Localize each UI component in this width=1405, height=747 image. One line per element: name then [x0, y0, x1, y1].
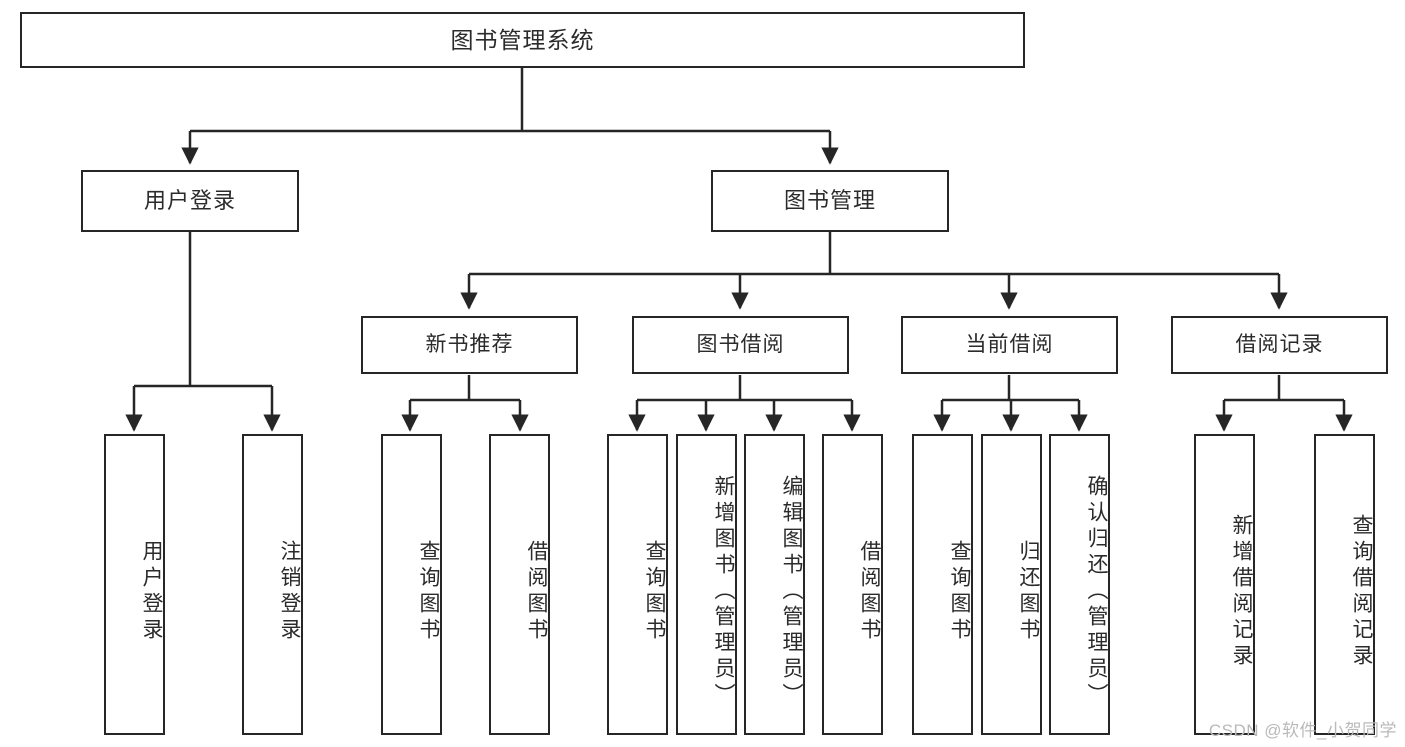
node-leaf-query-book-2-label: 查询图书	[643, 539, 666, 644]
node-leaf-query-book-1-label: 查询图书	[417, 539, 440, 644]
node-leaf-logout-login-label: 注销登录	[278, 539, 301, 644]
node-book-borrow[interactable]: 图书借阅	[632, 316, 849, 374]
node-leaf-borrow-book-1-label: 借阅图书	[525, 539, 548, 644]
node-leaf-query-book-1[interactable]: 查询图书	[381, 434, 442, 735]
node-book-borrow-label: 图书借阅	[696, 332, 785, 356]
node-root-label: 图书管理系统	[450, 26, 595, 53]
node-leaf-return-book[interactable]: 归还图书	[981, 434, 1042, 735]
csdn-watermark: CSDN @软件_小贺同学	[1208, 721, 1397, 740]
node-root[interactable]: 图书管理系统	[20, 12, 1025, 68]
node-leaf-query-borrow-record-label: 查询借阅记录	[1350, 513, 1373, 670]
node-current-borrow[interactable]: 当前借阅	[901, 316, 1118, 374]
node-current-borrow-label: 当前借阅	[965, 332, 1054, 356]
node-leaf-borrow-book-1[interactable]: 借阅图书	[489, 434, 550, 735]
node-borrow-record-label: 借阅记录	[1235, 332, 1324, 356]
node-leaf-add-borrow-record[interactable]: 新增借阅记录	[1194, 434, 1255, 735]
node-leaf-user-login-label: 用户登录	[140, 539, 163, 644]
node-user-login-label: 用户登录	[143, 188, 236, 214]
node-leaf-borrow-book-2-label: 借阅图书	[858, 539, 881, 644]
node-leaf-confirm-return-admin-label: 确认归还（管理员）	[1085, 474, 1108, 709]
node-leaf-query-borrow-record[interactable]: 查询借阅记录	[1314, 434, 1375, 735]
node-leaf-edit-book-admin[interactable]: 编辑图书（管理员）	[744, 434, 805, 735]
node-leaf-logout-login[interactable]: 注销登录	[242, 434, 303, 735]
node-user-login[interactable]: 用户登录	[81, 170, 299, 232]
node-leaf-add-borrow-record-label: 新增借阅记录	[1230, 513, 1253, 670]
node-leaf-query-book-3[interactable]: 查询图书	[912, 434, 973, 735]
node-new-book-recommend[interactable]: 新书推荐	[361, 316, 578, 374]
node-leaf-add-book-admin-label: 新增图书（管理员）	[712, 474, 735, 709]
node-leaf-return-book-label: 归还图书	[1017, 539, 1040, 644]
node-leaf-query-book-2[interactable]: 查询图书	[607, 434, 668, 735]
node-leaf-add-book-admin[interactable]: 新增图书（管理员）	[676, 434, 737, 735]
node-leaf-borrow-book-2[interactable]: 借阅图书	[822, 434, 883, 735]
node-book-management[interactable]: 图书管理	[711, 170, 949, 232]
node-book-management-label: 图书管理	[783, 188, 876, 214]
node-borrow-record[interactable]: 借阅记录	[1171, 316, 1388, 374]
node-new-book-recommend-label: 新书推荐	[425, 332, 514, 356]
node-leaf-query-book-3-label: 查询图书	[948, 539, 971, 644]
node-leaf-user-login[interactable]: 用户登录	[104, 434, 165, 735]
node-leaf-confirm-return-admin[interactable]: 确认归还（管理员）	[1049, 434, 1110, 735]
node-leaf-edit-book-admin-label: 编辑图书（管理员）	[780, 474, 803, 709]
